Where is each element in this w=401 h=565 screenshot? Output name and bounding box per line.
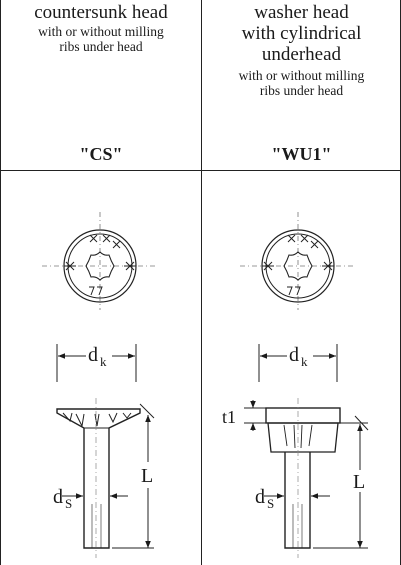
wu1-code: "WU1" <box>271 144 332 164</box>
wu1-t1-label: t1 <box>222 407 236 427</box>
cs-ds-label: d <box>53 486 63 508</box>
cs-dk-sub: k <box>100 354 107 369</box>
cs-subtitle-line-1: with or without milling <box>38 24 164 39</box>
wu1-dk-sub: k <box>301 354 308 369</box>
wu1-milling-ribs <box>283 424 313 449</box>
wu1-subtitle-line-1: with or without milling <box>238 68 365 83</box>
wu1-side-view <box>265 398 341 558</box>
cs-ds-sub: S <box>65 496 72 511</box>
cs-top-view <box>42 212 158 310</box>
wu1-torx-recess-icon <box>283 251 313 281</box>
wu1-dk-label: d <box>289 344 299 366</box>
cs-side-view <box>56 398 141 558</box>
cs-dk-dimension: d k <box>56 344 137 382</box>
cs-milling-ribs <box>62 412 132 428</box>
wu1-t1-dimension: t1 <box>222 400 266 431</box>
cs-dk-label: d <box>88 344 98 366</box>
wu1-ds-dimension: d S <box>255 486 330 511</box>
cs-length-label: L <box>141 465 153 487</box>
cs-length-dimension: L <box>112 403 155 549</box>
wu1-header: washer head with cylindrical underhead w… <box>203 2 400 98</box>
cs-ds-dimension: d S <box>53 486 128 511</box>
wu1-title-line-1: washer head <box>254 2 349 23</box>
wu1-title-line-2: with cylindrical <box>241 23 362 44</box>
wu1-length-dimension: L <box>313 415 369 549</box>
cs-subtitle-line-2: ribs under head <box>59 39 143 54</box>
cs-torx-recess-icon <box>85 251 115 281</box>
wu1-title-line-3: underhead <box>261 44 342 65</box>
wu1-top-view <box>240 212 356 310</box>
wu1-subtitle-line-2: ribs under head <box>259 83 344 98</box>
wu1-ds-label: d <box>255 486 265 508</box>
cs-header: countersunk head with or without milling… <box>2 2 200 54</box>
wu1-length-label: L <box>353 471 365 493</box>
cs-code: "CS" <box>79 144 123 164</box>
wu1-ds-sub: S <box>267 496 274 511</box>
cs-title: countersunk head <box>34 2 168 23</box>
wu1-dk-dimension: d k <box>258 344 338 382</box>
